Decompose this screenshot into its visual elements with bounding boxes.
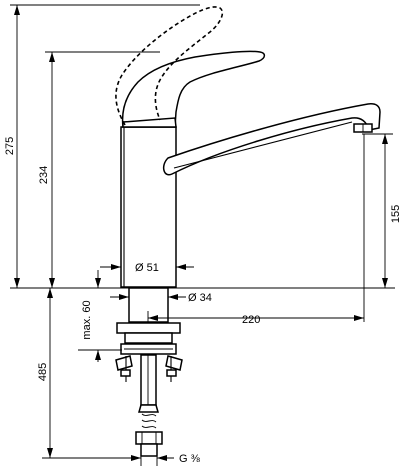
dim-thread [124, 446, 174, 466]
dim-d34 [110, 290, 186, 303]
lever-handle [121, 50, 266, 128]
lever-handle-alt-position [115, 6, 224, 126]
mounting-assembly [10, 287, 395, 457]
dim-485 [42, 288, 138, 459]
spout [162, 103, 381, 176]
dim-d34-label: Ø 34 [188, 292, 212, 304]
dim-d51-label: Ø 51 [135, 262, 159, 274]
dim-max60 [78, 270, 122, 362]
dim-220-label: 220 [242, 314, 260, 326]
dim-155 [362, 133, 393, 288]
dim-234-label: 234 [38, 166, 50, 184]
dim-thread-label: G ⅜ [179, 453, 201, 465]
dim-275-label: 275 [4, 137, 16, 155]
dim-485-label: 485 [37, 363, 49, 381]
dim-max60-label: max. 60 [81, 300, 93, 339]
dim-d51 [100, 258, 194, 276]
dim-234 [45, 51, 160, 288]
dim-220 [147, 134, 365, 322]
faucet-body [120, 126, 177, 288]
dim-275 [10, 4, 200, 288]
dim-155-label: 155 [390, 205, 402, 223]
